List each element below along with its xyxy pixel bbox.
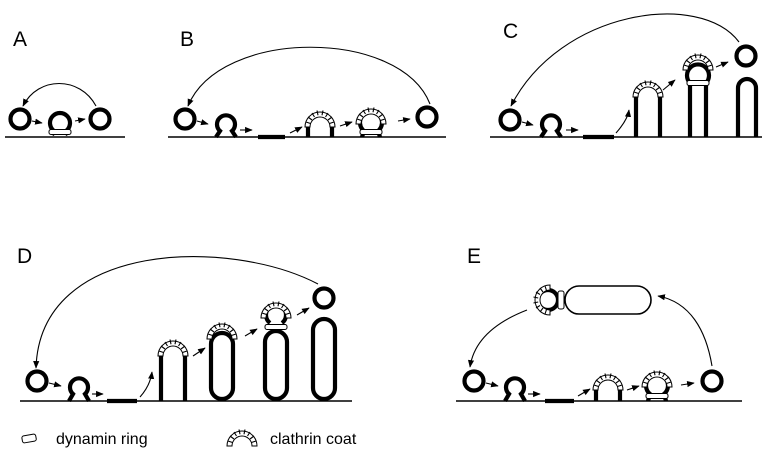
step-arrow bbox=[289, 126, 303, 134]
vesicle bbox=[498, 108, 522, 132]
step-arrow bbox=[626, 385, 640, 392]
elongated-endosome bbox=[208, 330, 236, 402]
step-arrow bbox=[196, 119, 209, 126]
panel-a: A bbox=[5, 28, 125, 138]
step-arrow bbox=[662, 79, 676, 91]
recycle-arrow bbox=[467, 309, 528, 368]
step-arrow bbox=[74, 117, 86, 124]
step-arrow bbox=[715, 61, 729, 68]
clathrin-coat bbox=[682, 52, 714, 71]
panel-label-a: A bbox=[13, 28, 27, 51]
clathrin-coat bbox=[355, 106, 387, 125]
omega-pit bbox=[539, 113, 563, 139]
vesicle bbox=[173, 107, 197, 131]
elongated-endosome bbox=[310, 316, 338, 402]
omega-pit bbox=[503, 376, 527, 403]
step-arrow bbox=[615, 109, 632, 134]
recycle-arrow bbox=[510, 13, 740, 107]
recycle-arrow bbox=[187, 46, 431, 107]
vesicle bbox=[8, 107, 32, 131]
omega-pit bbox=[214, 113, 238, 139]
step-arrow bbox=[244, 328, 258, 337]
clathrin-coat bbox=[206, 321, 238, 340]
step-arrow bbox=[296, 307, 310, 316]
step-arrow bbox=[485, 381, 499, 388]
tubular-endosome bbox=[564, 285, 652, 315]
step-arrow bbox=[657, 294, 713, 367]
step-arrow bbox=[577, 388, 591, 397]
vesicle bbox=[415, 105, 439, 129]
omega-pit bbox=[67, 376, 91, 403]
budding-pit bbox=[47, 110, 73, 136]
step-arrow bbox=[192, 347, 206, 357]
panel-label-c: C bbox=[503, 20, 518, 43]
legend-clathrin-label: clathrin coat bbox=[270, 431, 357, 448]
recycle-arrow bbox=[22, 83, 97, 107]
tubular-invagination bbox=[735, 76, 759, 137]
clathrin-coat bbox=[304, 109, 336, 128]
panel-label-d: D bbox=[17, 245, 32, 268]
tubular-invagination bbox=[158, 340, 188, 401]
vesicle bbox=[312, 286, 336, 310]
dynamin-ring bbox=[48, 129, 72, 135]
legend-dynamin-label: dynamin ring bbox=[56, 431, 148, 448]
clathrin-coat bbox=[641, 369, 673, 388]
recycle-arrow bbox=[33, 256, 319, 369]
panel-label-e: E bbox=[467, 245, 481, 268]
step-arrow bbox=[680, 381, 695, 388]
panel-b: B bbox=[168, 28, 446, 140]
elongated-endosome bbox=[262, 328, 290, 402]
step-arrow bbox=[397, 117, 411, 124]
panel-d: D bbox=[17, 245, 352, 404]
panel-c: C bbox=[490, 13, 762, 140]
dynamin-ring bbox=[359, 129, 383, 135]
step-arrow bbox=[139, 371, 155, 398]
step-arrow bbox=[31, 118, 43, 125]
dynamin-ring-legend-icon bbox=[21, 433, 37, 444]
dynamin-ring bbox=[645, 393, 669, 399]
step-arrow bbox=[521, 120, 534, 127]
vesicle bbox=[25, 369, 49, 393]
vesicle bbox=[88, 107, 112, 131]
legend: dynamin ring clathrin coat bbox=[21, 428, 357, 448]
vesicle bbox=[462, 369, 486, 393]
clathrin-coat-legend-icon bbox=[226, 428, 258, 447]
panel-label-b: B bbox=[180, 28, 194, 51]
clathrin-coat bbox=[632, 79, 664, 98]
vesicle bbox=[700, 369, 724, 393]
clathrin-coat bbox=[157, 338, 189, 357]
clathrin-coat bbox=[532, 284, 551, 316]
step-arrow bbox=[339, 121, 353, 128]
dynamin-ring bbox=[264, 324, 288, 330]
clathrin-coat bbox=[592, 372, 624, 391]
panel-e: E bbox=[456, 245, 742, 404]
step-arrow bbox=[48, 381, 62, 388]
dynamin-ring bbox=[557, 290, 565, 310]
dynamin-ring bbox=[686, 80, 710, 86]
tubular-invagination bbox=[633, 82, 663, 137]
vesicle bbox=[734, 44, 758, 68]
tubular-invagination bbox=[684, 62, 712, 137]
clathrin-coat bbox=[260, 300, 292, 319]
